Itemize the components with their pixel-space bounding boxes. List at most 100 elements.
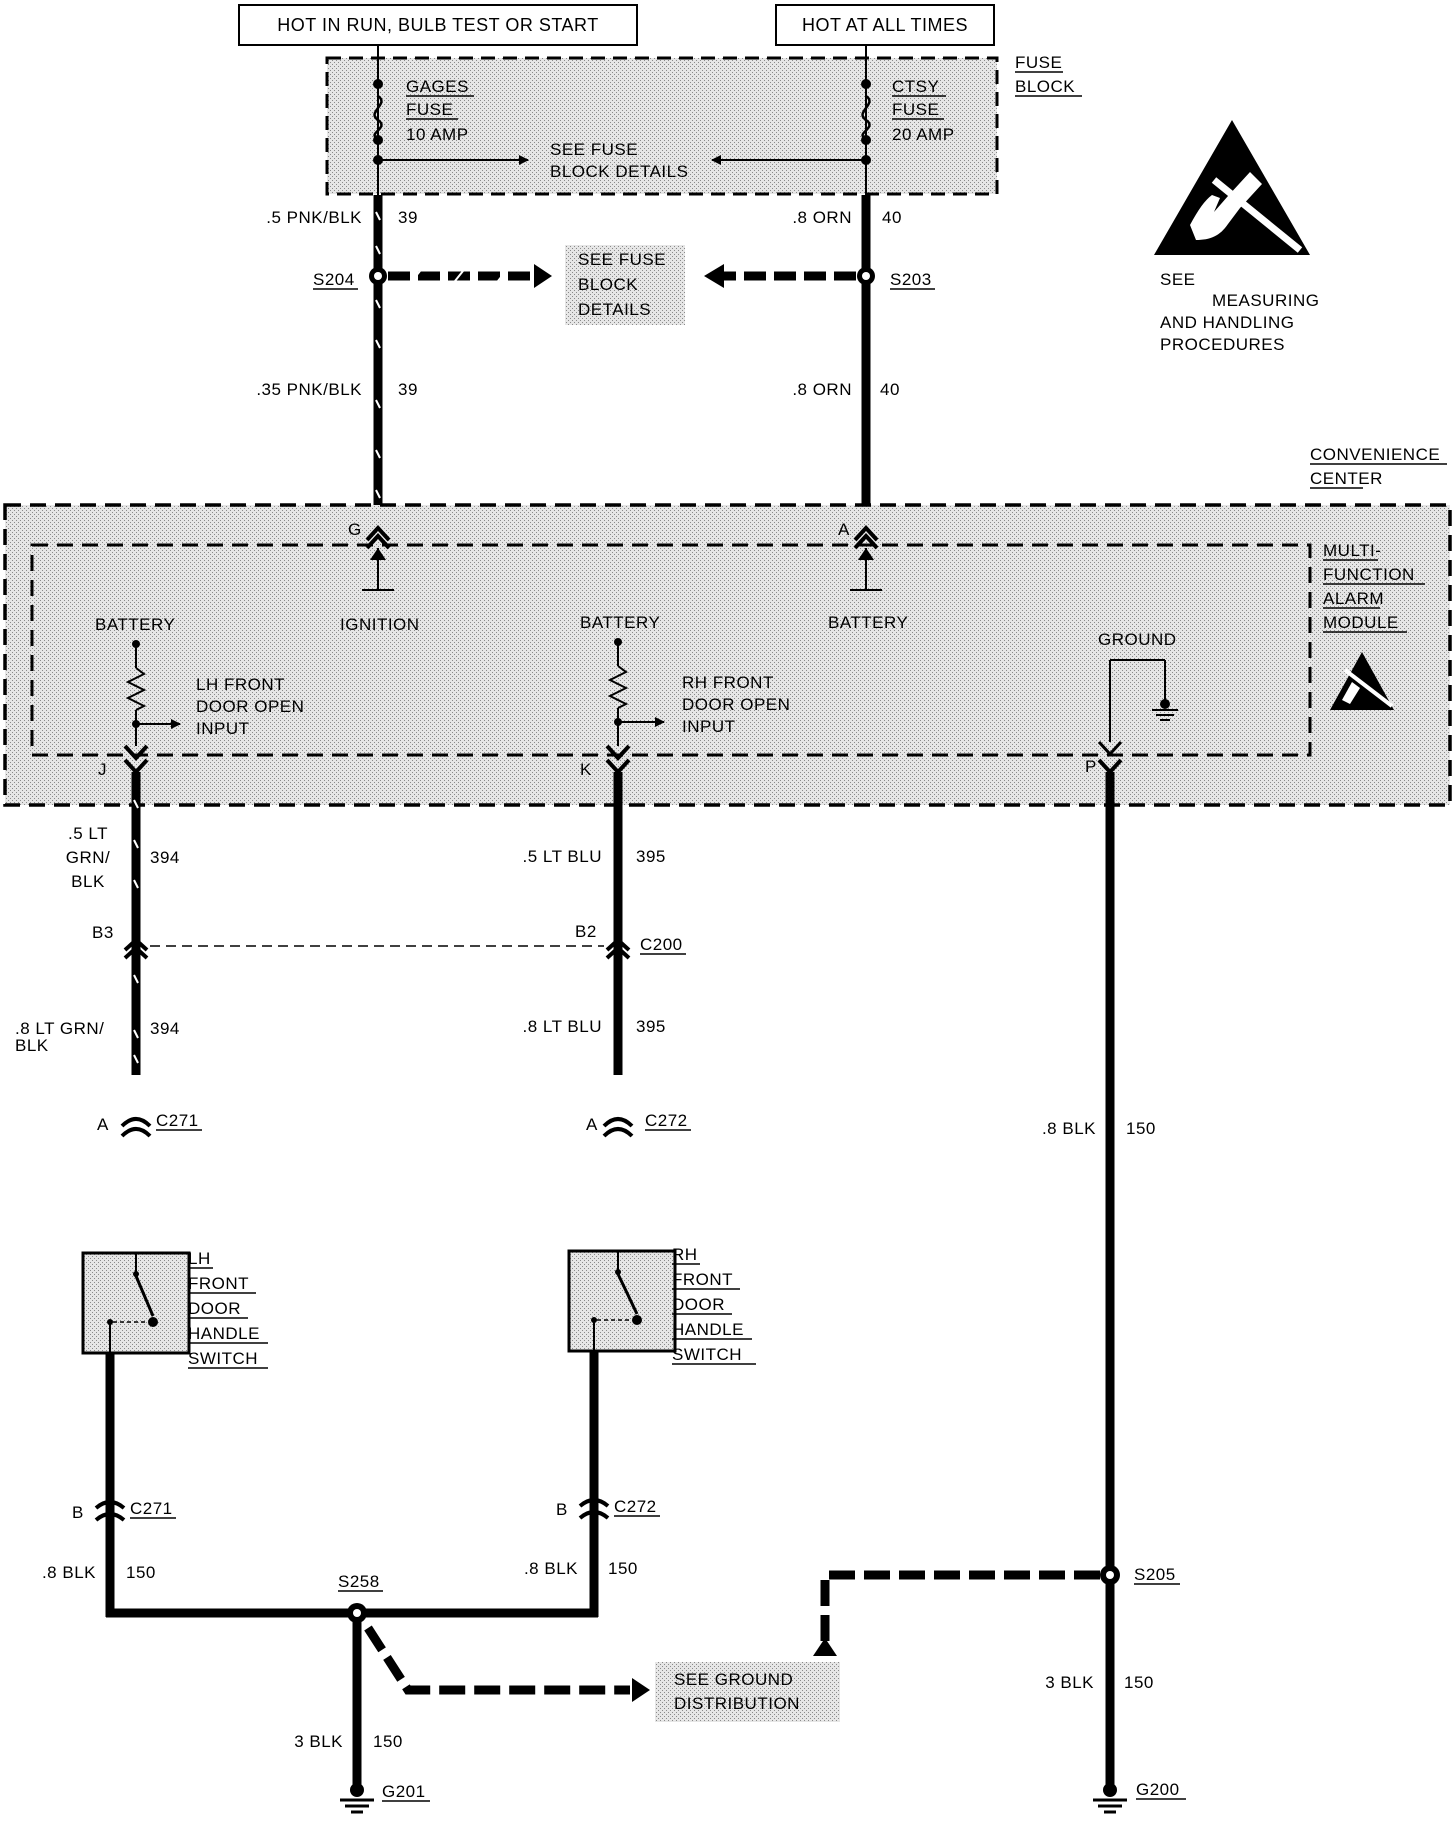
svg-text:395: 395 [636,1017,666,1036]
svg-text:A: A [97,1115,109,1134]
svg-text:HOT IN RUN, BULB TEST OR START: HOT IN RUN, BULB TEST OR START [277,15,598,35]
convenience-center [3,503,1452,807]
svg-text:G201: G201 [382,1782,426,1801]
esd-warning-icon [1154,120,1310,255]
svg-text:G200: G200 [1136,1780,1180,1799]
svg-text:3 BLK: 3 BLK [1045,1673,1094,1692]
see-fuse-details-note: SEE FUSE BLOCK DETAILS [550,140,688,181]
ground-g201-icon [340,1783,374,1814]
svg-text:BLOCK DETAILS: BLOCK DETAILS [550,162,688,181]
svg-text:.8 LT BLU: .8 LT BLU [523,1017,602,1036]
ignition-label: IGNITION [340,615,420,634]
svg-text:BLOCK: BLOCK [1015,77,1075,96]
battery-right-label: BATTERY [828,613,908,632]
fuse-block-label: FUSE BLOCK [1015,53,1082,97]
svg-text:DOOR OPEN: DOOR OPEN [682,695,790,714]
svg-text:40: 40 [880,380,900,399]
module-ground-circuit: GROUND [1098,630,1178,742]
connector-c271-b: B C271 [72,1499,176,1522]
svg-text:150: 150 [1126,1119,1156,1138]
connector-c272-a: A C272 [586,1111,691,1138]
power-source-run: HOT IN RUN, BULB TEST OR START [238,4,638,46]
svg-text:10 AMP: 10 AMP [406,125,469,144]
svg-text:S205: S205 [1134,1565,1176,1584]
svg-text:INPUT: INPUT [196,719,250,738]
svg-text:FUSE: FUSE [1015,53,1062,72]
svg-text:B: B [72,1503,84,1522]
svg-text:DOOR: DOOR [188,1299,241,1318]
svg-text:INPUT: INPUT [682,717,736,736]
svg-text:3 BLK: 3 BLK [294,1732,343,1751]
svg-text:FUNCTION: FUNCTION [1323,565,1415,584]
svg-text:.8 BLK: .8 BLK [1042,1119,1096,1138]
svg-text:39: 39 [398,208,418,227]
splice-s203: S203 [857,267,935,290]
svg-text:BLK: BLK [15,1036,49,1055]
svg-text:B3: B3 [92,923,114,942]
svg-text:CENTER: CENTER [1310,469,1383,488]
svg-text:S204: S204 [313,270,355,289]
svg-text:C272: C272 [645,1111,688,1130]
wire-395-lower-label: .8 LT BLU 395 [523,1017,666,1036]
svg-text:RH: RH [672,1245,698,1264]
svg-text:FUSE: FUSE [406,100,453,119]
module-esd-icon [1330,652,1394,710]
wire-150-g201-label: 3 BLK 150 [294,1732,403,1751]
connector-c271-a: A C271 [97,1111,202,1138]
svg-text:C272: C272 [614,1497,657,1516]
svg-text:MODULE: MODULE [1323,613,1399,632]
svg-text:ALARM: ALARM [1323,589,1384,608]
wire-150-right-label: .8 BLK 150 [1042,1119,1156,1138]
rh-switch-label: RH FRONT DOOR HANDLE SWITCH [672,1245,756,1365]
svg-text:DISTRIBUTION: DISTRIBUTION [674,1694,800,1713]
svg-text:BLK: BLK [71,872,105,891]
connector-c272-b: B C272 [556,1497,660,1520]
svg-text:HANDLE: HANDLE [188,1324,260,1343]
svg-text:.8 ORN: .8 ORN [792,380,852,399]
svg-text:20 AMP: 20 AMP [892,125,955,144]
svg-text:GROUND: GROUND [1098,630,1177,649]
svg-text:GAGES: GAGES [406,77,469,96]
svg-text:G: G [348,520,362,539]
multifunction-alarm-module [30,543,1312,757]
power-source-always: HOT AT ALL TIMES [775,4,995,46]
wire-40-upper-label: .8 ORN 40 [792,208,901,227]
svg-text:39: 39 [398,380,418,399]
ground-distribution-box: SEE GROUND DISTRIBUTION [655,1662,840,1722]
svg-text:150: 150 [373,1732,403,1751]
svg-text:.5 LT: .5 LT [68,824,108,843]
svg-text:BATTERY: BATTERY [580,613,660,632]
svg-text:HANDLE: HANDLE [672,1320,744,1339]
ground-g201-label: G201 [382,1782,430,1802]
rh-door-handle-switch [567,1249,677,1353]
svg-text:CTSY: CTSY [892,77,939,96]
wire-150-g200-label: 3 BLK 150 [1045,1673,1154,1692]
svg-text:SEE FUSE: SEE FUSE [550,140,638,159]
svg-text:BATTERY: BATTERY [95,615,175,634]
wire-39-upper-label: .5 PNK/BLK 39 [266,208,418,227]
svg-text:SWITCH: SWITCH [188,1349,258,1368]
ctsy-fuse: CTSY FUSE 20 AMP [861,77,955,165]
wire-39-lower-label: .35 PNK/BLK 39 [256,380,418,399]
svg-text:DOOR OPEN: DOOR OPEN [196,697,304,716]
svg-text:.8 LT GRN/: .8 LT GRN/ [15,1019,104,1038]
lh-door-input-circuit: BATTERY LH FRONT DOOR OPEN INPUT [95,615,304,746]
svg-text:B: B [556,1500,568,1519]
svg-text:A: A [838,520,850,539]
svg-text:K: K [580,760,592,779]
svg-text:GRN/: GRN/ [66,848,111,867]
svg-text:.35 PNK/BLK: .35 PNK/BLK [256,380,362,399]
svg-text:DETAILS: DETAILS [578,300,651,319]
svg-text:.8 BLK: .8 BLK [42,1563,96,1582]
connector-c200: B3 B2 C200 [92,922,686,960]
svg-text:C200: C200 [640,935,683,954]
svg-text:.5 LT BLU: .5 LT BLU [523,847,602,866]
svg-text:150: 150 [1124,1673,1154,1692]
svg-text:SEE GROUND: SEE GROUND [674,1670,793,1689]
svg-text:PROCEDURES: PROCEDURES [1160,335,1285,354]
svg-text:S203: S203 [890,270,932,289]
gages-fuse: GAGES FUSE 10 AMP [373,77,474,165]
ground-g200-icon [1093,1783,1127,1814]
svg-text:.8 ORN: .8 ORN [792,208,852,227]
svg-text:FUSE: FUSE [892,100,939,119]
